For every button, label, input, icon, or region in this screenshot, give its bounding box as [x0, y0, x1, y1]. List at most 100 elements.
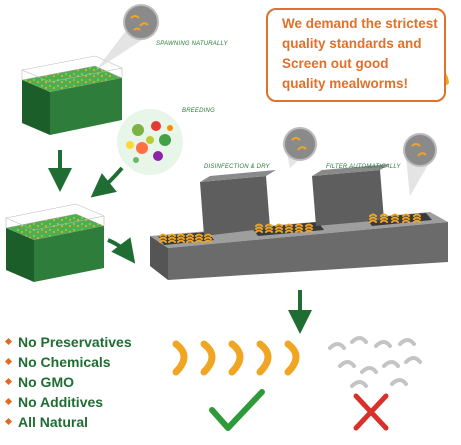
mealworm-icon	[284, 340, 300, 376]
mealworm-icon	[380, 213, 388, 217]
mealworm-icon	[391, 213, 399, 217]
feature-label: No Chemicals	[18, 354, 111, 370]
mealworm-icon	[204, 239, 212, 243]
mealworm-icon	[369, 216, 377, 220]
bullet-icon	[4, 337, 13, 346]
mealworm-icon	[380, 216, 388, 220]
callout-line: quality mealworms!	[282, 76, 409, 91]
mealworm-icon	[186, 233, 194, 237]
feature-item: No Additives	[4, 394, 104, 410]
mealworm-icon	[350, 336, 368, 344]
mealworm-icon	[369, 219, 377, 223]
mealworm-icon	[186, 236, 194, 240]
mealworm-icon	[200, 340, 216, 376]
step-filter-label: FILTER AUTOMATICALLY	[326, 164, 401, 170]
mealworm-icon	[275, 223, 283, 227]
mealworm-icon	[413, 219, 421, 223]
mealworm-icon	[159, 239, 167, 243]
magnifier-filter-icon	[403, 133, 437, 196]
feature-item: No Chemicals	[4, 354, 111, 370]
mealworm-icon	[265, 229, 273, 233]
mealworm-icon	[177, 233, 185, 237]
mealworm-icon	[159, 233, 167, 237]
callout-line: Screen out good	[282, 56, 389, 71]
mealworm-icon	[350, 380, 368, 388]
mealworm-icon	[275, 229, 283, 233]
check-icon	[209, 389, 265, 431]
bullet-icon	[4, 417, 13, 426]
mealworm-icon	[295, 223, 303, 227]
mealworm-icon	[168, 239, 176, 243]
mealworm-icon	[398, 338, 416, 346]
vegetables-circle	[117, 109, 183, 175]
feature-item: No GMO	[4, 374, 74, 390]
feature-item: No Preservatives	[4, 334, 132, 350]
mealworm-icon	[402, 216, 410, 220]
mealworm-icon	[265, 226, 273, 230]
spawning-box	[20, 55, 123, 135]
mealworm-icon	[380, 219, 388, 223]
callout-line: We demand the strictest	[282, 16, 438, 31]
bullet-icon	[4, 377, 13, 386]
mealworm-icon	[360, 366, 378, 374]
mealworm-icon	[391, 216, 399, 220]
step-disinfection-label: DISINFECTION & DRY	[204, 164, 270, 170]
mealworm-icon	[168, 233, 176, 237]
mealworm-icon	[305, 229, 313, 233]
mealworm-icon	[402, 219, 410, 223]
feature-label: All Natural	[18, 414, 89, 430]
mealworm-icon	[402, 213, 410, 217]
mealworm-icon	[195, 236, 203, 240]
mealworm-icon	[177, 236, 185, 240]
mealworm-icon	[228, 340, 244, 376]
mealworm-icon	[338, 360, 356, 368]
magnifier-eggs-icon	[96, 4, 159, 70]
cross-icon	[353, 393, 389, 431]
mealworm-icon	[172, 340, 188, 376]
mealworm-icon	[382, 360, 400, 368]
mealworm-icon	[177, 239, 185, 243]
mealworm-icon	[390, 378, 408, 386]
mealworm-icon	[204, 233, 212, 237]
mealworm-icon	[255, 226, 263, 230]
mealworm-icon	[285, 226, 293, 230]
mealworm-icon	[404, 356, 422, 364]
mealworm-icon	[256, 340, 272, 376]
mealworm-icon	[305, 223, 313, 227]
mealworm-icon	[413, 213, 421, 217]
mealworm-icon	[328, 342, 346, 350]
good-mealworms	[172, 340, 300, 376]
feature-label: No Preservatives	[18, 334, 132, 350]
magnifier-dry-icon	[283, 127, 317, 168]
bullet-icon	[4, 397, 13, 406]
mealworm-icon	[195, 239, 203, 243]
mealworm-icon	[369, 213, 377, 217]
mealworm-icon	[195, 233, 203, 237]
mealworm-icon	[295, 229, 303, 233]
mealworm-icon	[391, 219, 399, 223]
mealworm-icon	[255, 223, 263, 227]
bullet-icon	[4, 357, 13, 366]
mealworm-icon	[265, 223, 273, 227]
mealworm-icon	[168, 236, 176, 240]
mealworm-icon	[413, 216, 421, 220]
mealworm-icon	[295, 226, 303, 230]
feature-label: No Additives	[18, 394, 104, 410]
mealworm-icon	[204, 236, 212, 240]
mealworm-icon	[285, 223, 293, 227]
callout-line: quality standards and	[282, 36, 422, 51]
rejected-mealworms	[328, 336, 422, 388]
flow-arrows	[48, 150, 312, 334]
mealworm-icon	[186, 239, 194, 243]
step-spawning-label: SPAWNING NATURALLY	[156, 41, 228, 47]
mealworm-icon	[374, 340, 392, 348]
feature-item: All Natural	[4, 414, 89, 430]
mealworm-icon	[159, 236, 167, 240]
quality-callout: We demand the strictest quality standard…	[266, 8, 446, 102]
mealworm-icon	[285, 229, 293, 233]
step-breeding-label: BREEDING	[182, 108, 215, 114]
mealworm-icon	[255, 229, 263, 233]
mealworm-icon	[275, 226, 283, 230]
